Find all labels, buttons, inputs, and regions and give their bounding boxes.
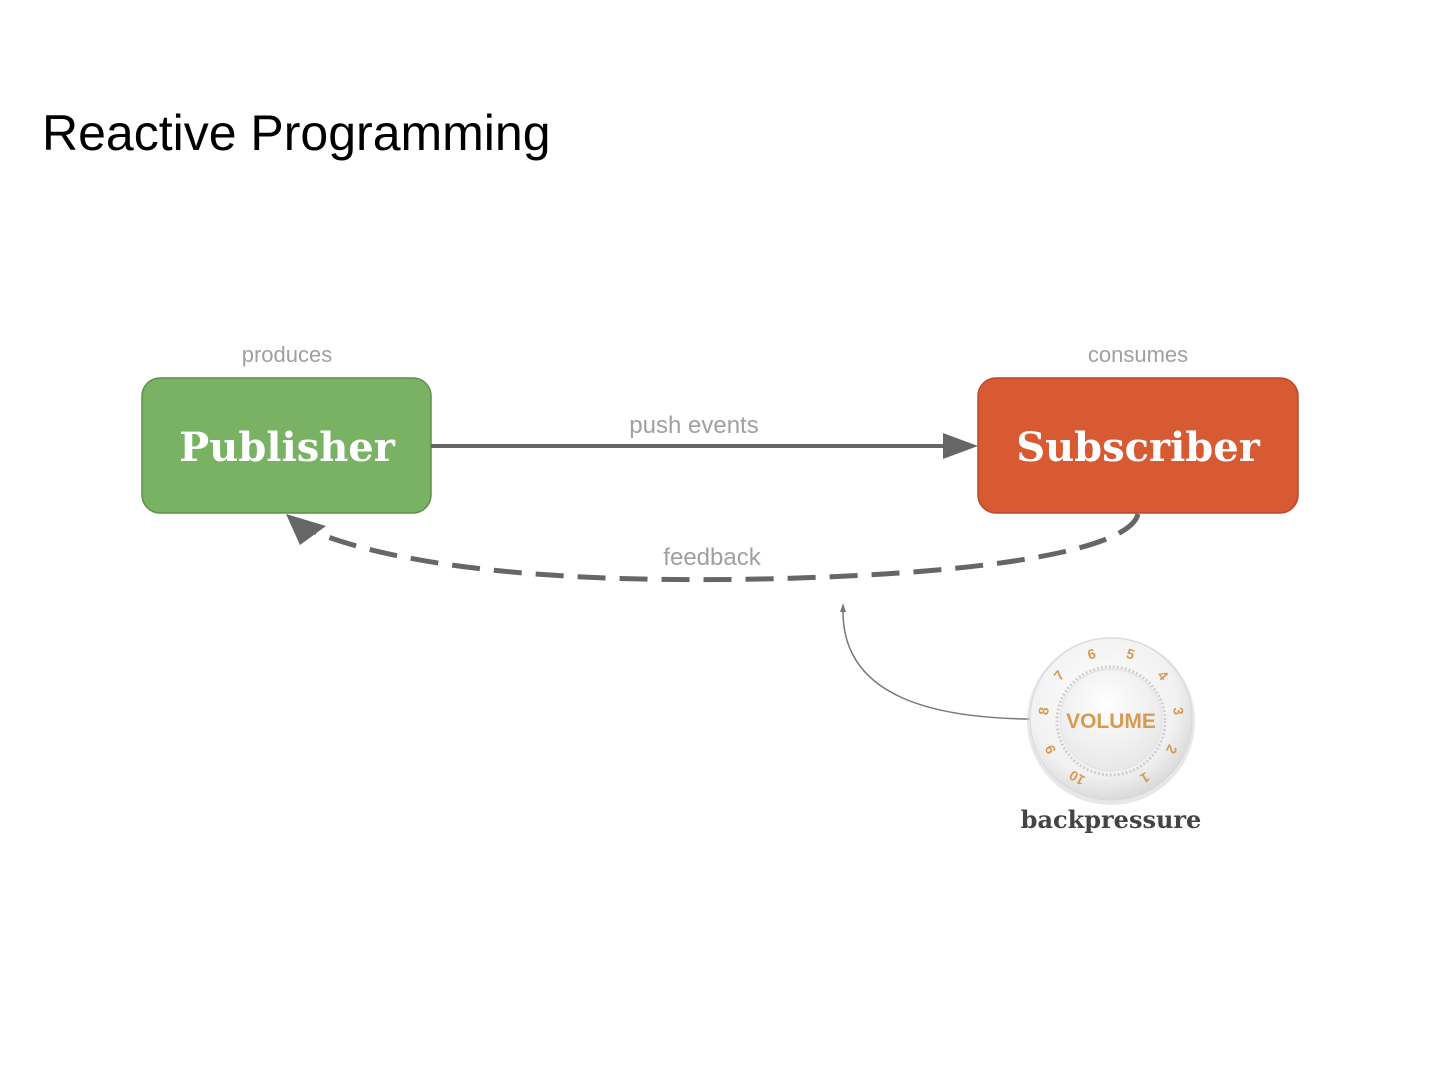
push-events-edge	[431, 433, 978, 459]
feedback-label: feedback	[663, 544, 761, 571]
publisher-label: Publisher	[179, 424, 396, 471]
knob-center-label: VOLUME	[1066, 710, 1156, 733]
subscriber-caption: consumes	[1088, 342, 1188, 367]
dial-number: 8	[1035, 706, 1052, 716]
page-title: Reactive Programming	[42, 105, 551, 161]
publisher-node: Publisher	[141, 377, 432, 514]
subscriber-node: Subscriber	[977, 377, 1299, 514]
backpressure-caption: backpressure	[1021, 805, 1202, 834]
feedback-arrowhead	[286, 514, 326, 545]
publisher-caption: produces	[242, 342, 333, 367]
dial-number: 3	[1170, 706, 1187, 716]
feedback-edge	[286, 513, 1141, 583]
backpressure-connector	[840, 603, 1031, 720]
push-arrowhead	[943, 433, 978, 459]
subscriber-label: Subscriber	[1016, 424, 1261, 471]
push-events-label: push events	[629, 412, 758, 439]
dial-number: 10	[1066, 767, 1088, 789]
